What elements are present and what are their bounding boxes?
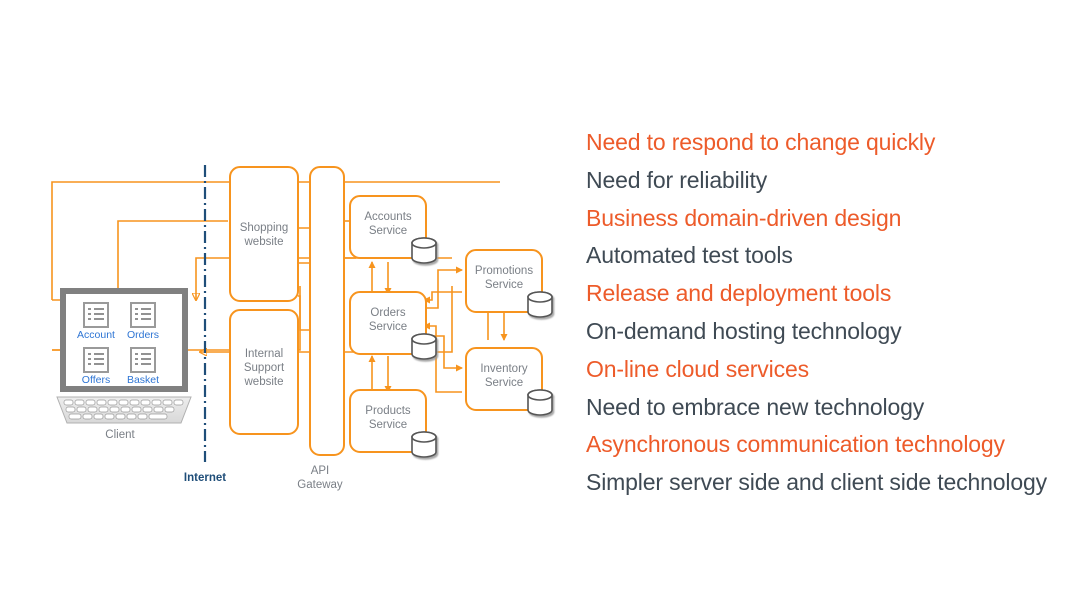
node-inventory-service[interactable]: Inventory Service xyxy=(465,347,553,416)
svg-text:Inventory: Inventory xyxy=(480,363,528,375)
svg-text:Internal: Internal xyxy=(245,348,283,360)
svg-text:Service: Service xyxy=(485,279,523,291)
database-icon-accounts xyxy=(411,237,437,264)
svg-text:Promotions: Promotions xyxy=(475,265,533,277)
svg-text:Shopping: Shopping xyxy=(240,222,289,234)
svg-text:website: website xyxy=(244,236,284,248)
app-label-orders: Orders xyxy=(127,329,159,341)
app-label-basket: Basket xyxy=(127,374,159,386)
list-item: Release and deployment tools xyxy=(586,275,1056,313)
list-item: Simpler server side and client side tech… xyxy=(586,464,1056,502)
list-item: Need to respond to change quickly xyxy=(586,124,1056,162)
database-icon-orders xyxy=(411,333,437,360)
list-item-text: Simpler server side and client side tech… xyxy=(586,469,1048,496)
database-icon-products xyxy=(411,431,437,458)
app-icon-offers[interactable] xyxy=(83,347,109,373)
node-shopping-website[interactable]: Shopping website xyxy=(229,166,299,302)
requirements-list: Need to respond to change quickly Need f… xyxy=(586,124,1056,502)
list-item: Asynchronous communication technology xyxy=(586,426,1056,464)
list-item: Need for reliability xyxy=(586,162,1056,200)
node-internal-support-website[interactable]: Internal Support website xyxy=(229,309,299,435)
svg-text:Products: Products xyxy=(365,405,411,417)
list-item: Automated test tools xyxy=(586,237,1056,275)
svg-text:Service: Service xyxy=(369,225,407,237)
api-gateway-label-line1: API xyxy=(311,465,330,477)
node-promotions-service[interactable]: Promotions Service xyxy=(465,249,553,318)
node-products-service[interactable]: Products Service xyxy=(349,389,437,458)
svg-text:website: website xyxy=(244,376,284,388)
list-item-text: On-demand hosting technology xyxy=(586,317,902,344)
client-keyboard xyxy=(56,396,192,424)
svg-text:Orders: Orders xyxy=(370,307,405,319)
list-item-text: Business domain-driven design xyxy=(586,204,902,231)
list-item: Business domain-driven design xyxy=(586,200,1056,238)
database-icon-promotions xyxy=(527,291,553,318)
svg-text:Support: Support xyxy=(244,362,285,374)
list-item-text: Asynchronous communication technology xyxy=(586,431,1005,458)
svg-text:Service: Service xyxy=(369,419,407,431)
list-item: On-demand hosting technology xyxy=(586,313,1056,351)
client-label: Client xyxy=(105,429,135,441)
database-icon-inventory xyxy=(527,389,553,416)
internet-label: Internet xyxy=(184,472,226,484)
app-label-account: Account xyxy=(77,329,115,341)
app-icon-orders[interactable] xyxy=(130,302,156,328)
list-item-text: Release and deployment tools xyxy=(586,280,892,307)
list-item-text: On-line cloud services xyxy=(586,355,809,382)
svg-text:Service: Service xyxy=(369,321,407,333)
list-item-text: Need to embrace new technology xyxy=(586,393,925,420)
node-api-gateway[interactable] xyxy=(309,166,345,456)
node-orders-service[interactable]: Orders Service xyxy=(349,291,437,360)
app-icon-basket[interactable] xyxy=(130,347,156,373)
client-app-icons xyxy=(83,302,156,373)
architecture-diagram: Account Orders Offers Basket xyxy=(51,165,553,491)
list-item: On-line cloud services xyxy=(586,351,1056,389)
app-icon-account[interactable] xyxy=(83,302,109,328)
list-item-text: Need for reliability xyxy=(586,166,768,193)
list-item-text: Need to respond to change quickly xyxy=(586,129,936,155)
svg-text:Service: Service xyxy=(485,377,523,389)
app-label-offers: Offers xyxy=(82,374,110,386)
api-gateway-label-line2: Gateway xyxy=(297,479,343,491)
node-accounts-service[interactable]: Accounts Service xyxy=(349,195,437,264)
list-item-text: Automated test tools xyxy=(586,242,793,269)
list-item: Need to embrace new technology xyxy=(586,389,1056,427)
svg-text:Accounts: Accounts xyxy=(364,211,412,223)
